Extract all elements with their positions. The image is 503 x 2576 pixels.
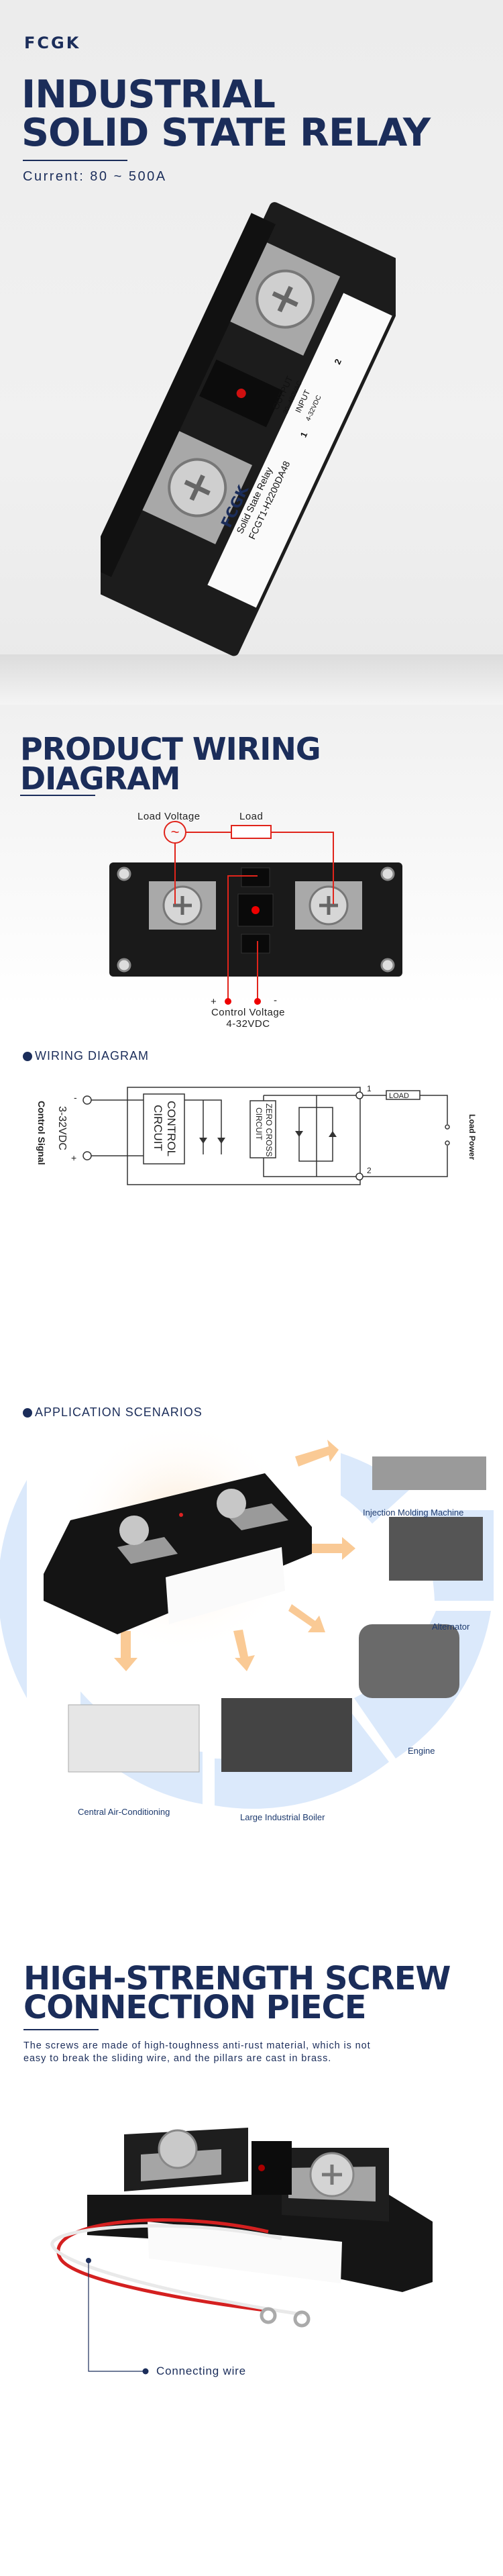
applications-heading: APPLICATION SCENARIOS	[23, 1405, 203, 1420]
connecting-wire-callout: Connecting wire	[156, 2365, 246, 2377]
air-conditioning-image	[68, 1704, 200, 1773]
hero-floor-band	[0, 654, 503, 705]
control-signal-label: Control Signal	[36, 1101, 47, 1165]
screw-description: The screws are made of high-toughness an…	[23, 2040, 493, 2065]
application-images	[68, 1456, 486, 1773]
hero-subtitle: Current: 80 ~ 500A	[23, 169, 167, 184]
term1-label: 1	[367, 1084, 372, 1093]
zero-cross-text2: CIRCUIT	[254, 1107, 264, 1140]
term2-label: 2	[367, 1166, 372, 1175]
minus-label: -	[274, 995, 278, 1006]
load-power-label: Load Power	[467, 1114, 477, 1160]
app-label-engine: Engine	[408, 1746, 435, 1756]
hero-divider	[23, 160, 127, 161]
control-range-label: 3-32VDC	[56, 1106, 68, 1150]
load-label: Load	[239, 811, 264, 822]
description-line1: The screws are made of high-toughness an…	[23, 2040, 371, 2051]
load-box-label: LOAD	[389, 1092, 409, 1100]
bullet-icon	[23, 1051, 32, 1061]
wiring-photo-diagram: ~	[109, 821, 402, 1005]
hero-title-line1: INDUSTRIAL	[21, 72, 276, 117]
relay-with-wire-image	[50, 2128, 433, 2375]
boiler-image	[221, 1698, 352, 1772]
injection-molding-machine-image	[372, 1456, 486, 1490]
engine-image	[359, 1624, 459, 1698]
callout-line	[88, 2261, 146, 2372]
description-line2: easy to break the sliding wire, and the …	[23, 2053, 332, 2064]
alternator-image	[389, 1517, 483, 1581]
wiring-section	[0, 705, 503, 1376]
ac-source-icon: ~	[171, 824, 180, 840]
heading-text: APPLICATION SCENARIOS	[35, 1405, 203, 1419]
relay-angled-image	[44, 1473, 312, 1634]
control-voltage-range: 4-32VDC	[226, 1018, 270, 1030]
load-resistor-icon	[231, 825, 272, 839]
app-label-air-conditioning: Central Air-Conditioning	[78, 1807, 170, 1817]
plus-terminal-label: +	[71, 1152, 76, 1163]
applications-graphic	[0, 1420, 494, 1809]
bullet-icon	[23, 1407, 32, 1418]
relay-product-image: FCGK Solid State Relay FCGT1-H2200DA48 O…	[101, 202, 396, 656]
wiring-title-line2: DIAGRAM	[20, 760, 180, 797]
control-circuit-text2: CIRCUIT	[152, 1105, 164, 1151]
app-label-alternator: Alternator	[432, 1622, 470, 1632]
wiring-title-line1: PRODUCT WIRING	[20, 731, 321, 767]
control-voltage-label: Control Voltage	[211, 1007, 286, 1018]
circuit-schematic: Control Signal 3-32VDC - + CONTROL CIRCU…	[36, 1084, 477, 1185]
wiring-divider	[20, 795, 95, 796]
screw-divider	[23, 2029, 99, 2030]
plus-label: +	[211, 996, 217, 1007]
minus-terminal-label: -	[74, 1092, 77, 1103]
brand-logo: FCGK	[24, 34, 81, 52]
screw-title-line1: HIGH-STRENGTH SCREW	[23, 1960, 451, 1997]
load-voltage-label: Load Voltage	[137, 811, 201, 822]
wiring-diagram-heading: WIRING DIAGRAM	[23, 1049, 149, 1063]
zero-cross-text1: ZERO CROSS	[264, 1103, 274, 1156]
control-circuit-text1: CONTROL	[165, 1101, 178, 1156]
app-label-boiler: Large Industrial Boiler	[240, 1812, 325, 1822]
hero-title-line2: SOLID STATE RELAY	[21, 111, 431, 155]
screw-title-line2: CONNECTION PIECE	[23, 1989, 367, 2026]
app-label-injection: Injection Molding Machine	[363, 1507, 464, 1518]
heading-text: WIRING DIAGRAM	[35, 1049, 149, 1062]
